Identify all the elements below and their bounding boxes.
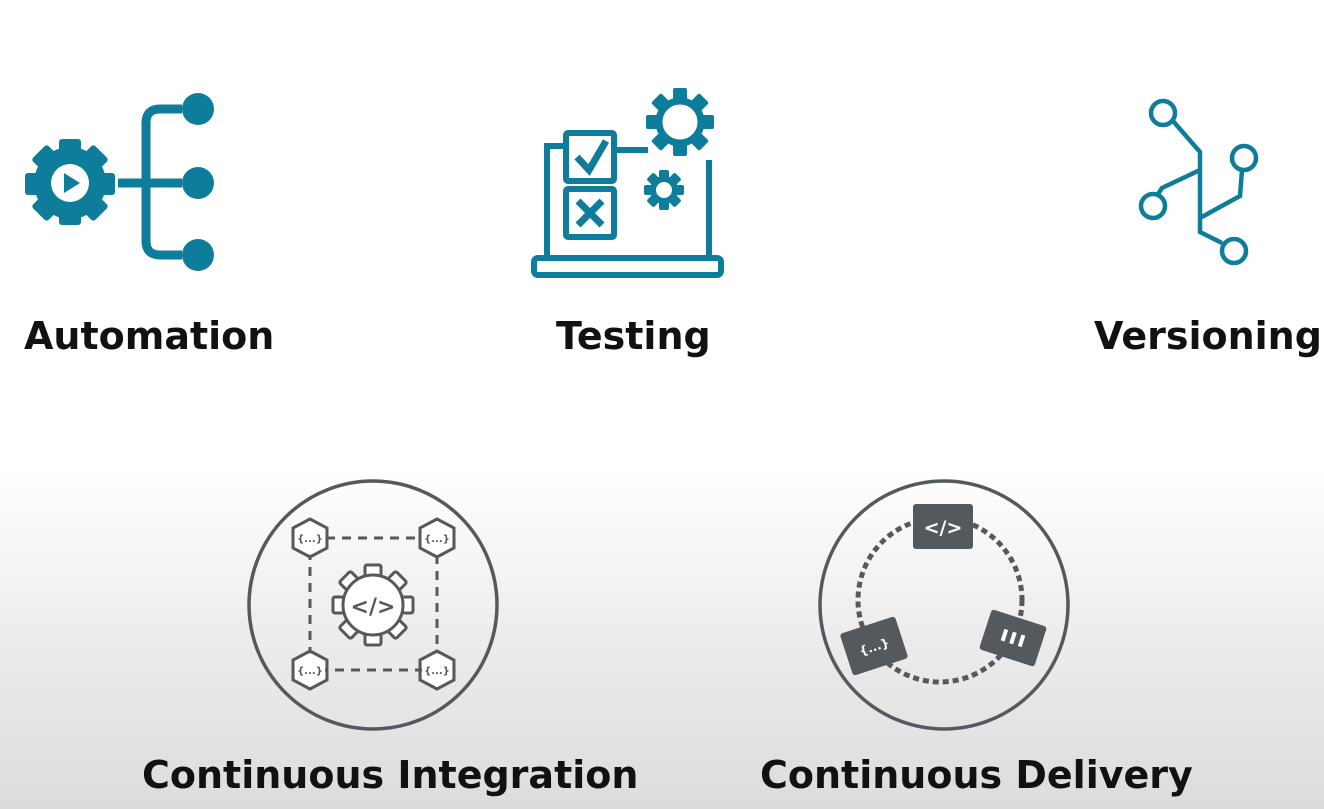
code-icon: </> <box>351 595 396 620</box>
code-badge: {...} <box>424 534 450 545</box>
checkbox-crossed-icon <box>563 186 617 240</box>
concept-label: Automation <box>24 314 275 358</box>
concept-label: Testing <box>556 314 711 358</box>
code-badge: </> <box>913 504 973 549</box>
package-icon <box>979 609 1047 667</box>
ci-cycle-icon: {...} {...} {...} {...} </> <box>247 479 499 731</box>
checkbox-checked-icon <box>563 130 617 184</box>
code-badge: {...} <box>297 666 323 677</box>
concept-label: Continuous Delivery <box>760 753 1193 797</box>
code-badge: {...} <box>424 666 450 677</box>
code-badge: {...} <box>840 616 908 676</box>
small-gear-icon <box>644 170 684 210</box>
gear-icon <box>646 88 714 156</box>
concept-label: Continuous Integration <box>142 753 639 797</box>
testing-icon <box>531 88 724 278</box>
concept-label: Versioning <box>1094 314 1322 358</box>
svg-text:</>: </> <box>924 517 963 539</box>
cd-cycle-icon: </> {...} <box>818 479 1070 731</box>
play-icon <box>64 173 80 193</box>
automation-icon <box>25 93 214 271</box>
code-badge: {...} <box>297 534 323 545</box>
versioning-icon <box>1138 98 1259 266</box>
laptop-icon <box>544 143 566 258</box>
